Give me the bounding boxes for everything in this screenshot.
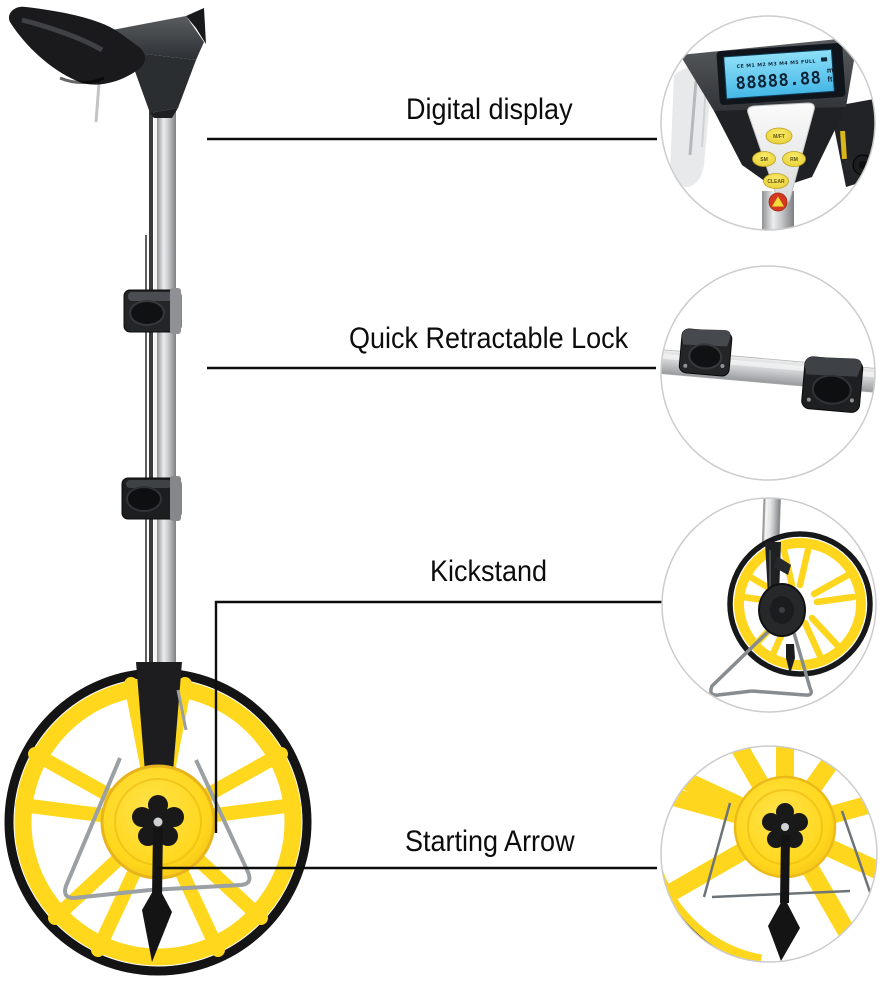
sm-button-label: SM (760, 157, 768, 163)
starting-arrow-label: Starting Arrow (405, 825, 575, 858)
head-fin (186, 8, 206, 44)
wheel (4, 662, 312, 976)
keypad: M/FT SM RM CLEAR (747, 102, 815, 212)
mini-fork-bracket (765, 542, 781, 596)
fork-bracket (136, 662, 182, 772)
detail-circle-kickstand (661, 497, 877, 713)
detail-circle-quick-lock (660, 265, 876, 481)
handle-grip (8, 6, 145, 85)
warning-triangle-icon (772, 196, 784, 207)
lcd-screen: CE M1 M2 M3 M4 M5 FULL 88888.88 m ft (716, 42, 846, 106)
mini-kickstand-wire (709, 624, 813, 697)
sm-button[interactable] (752, 151, 776, 167)
callout-lines (158, 137, 662, 870)
mft-button-label: M/FT (773, 134, 785, 140)
clear-button[interactable] (763, 173, 789, 189)
starting-arrow-closeup (768, 835, 800, 961)
battery-icon (820, 57, 828, 62)
bracket-pin (176, 689, 188, 731)
detail-circle-starting-arrow (660, 745, 878, 963)
measuring-wheel-product (4, 6, 312, 976)
lcd-unit-m: m (827, 65, 835, 74)
lock-clamp-left (678, 328, 733, 377)
upper-lock-clamp (123, 288, 182, 334)
lcd-unit-ft: ft (827, 74, 833, 83)
rm-button[interactable] (782, 151, 806, 167)
digital-display-label: Digital display (406, 93, 573, 126)
lock-clamp-right (801, 356, 864, 413)
lower-lock-clamp (121, 476, 182, 521)
kickstand-wire (63, 757, 252, 901)
lcd-status-row: CE M1 M2 M3 M4 M5 FULL (736, 59, 816, 71)
detail-circle-digital-display: CE M1 M2 M3 M4 M5 FULL 88888.88 m ft M/F… (660, 15, 876, 231)
mft-button[interactable] (765, 127, 793, 145)
callout-line-kickstand (214, 600, 662, 833)
starting-arrow-pointer (142, 828, 172, 962)
kickstand-label: Kickstand (430, 555, 548, 588)
mini-arrow (786, 644, 795, 674)
quick-retractable-lock-label: Quick Retractable Lock (349, 322, 629, 355)
rm-button-label: RM (790, 157, 798, 163)
clear-button-label: CLEAR (767, 179, 785, 185)
